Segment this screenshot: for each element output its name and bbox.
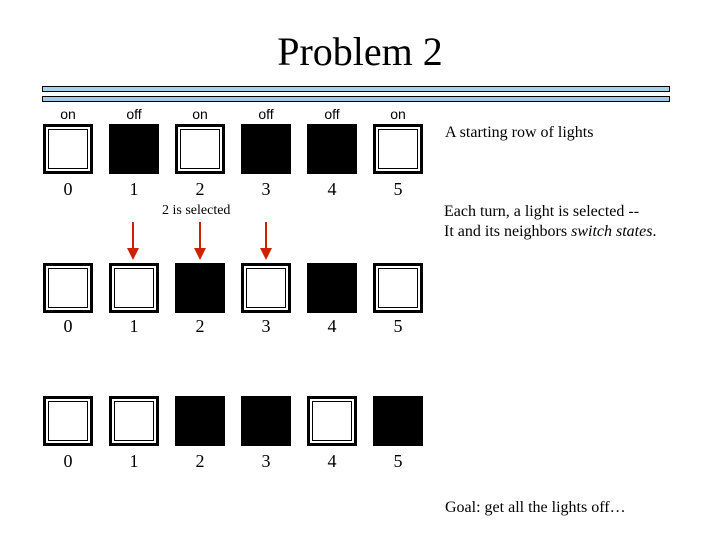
light-4-off[interactable] [307,124,357,174]
light-number: 0 [63,316,73,336]
light-0-on[interactable] [43,124,93,174]
light-1-on[interactable] [109,263,159,313]
note-each-turn-italic: switch states [571,223,653,240]
light-number: 4 [327,316,337,336]
light-number: 1 [129,179,139,199]
light-2-off[interactable] [175,396,225,446]
light-number: 1 [129,316,139,336]
light-5-on[interactable] [373,124,423,174]
light-0-on[interactable] [43,263,93,313]
light-3-on[interactable] [241,263,291,313]
light-1-on[interactable] [109,396,159,446]
light-3-off[interactable] [241,396,291,446]
light-0-on[interactable] [43,396,93,446]
light-number: 3 [261,316,271,336]
selected-label: 2 is selected [162,203,231,218]
light-1-off[interactable] [109,124,159,174]
state-label-5: on [390,106,406,122]
note-each-turn: Each turn, a light is selected -- It and… [444,202,656,242]
light-number: 1 [129,451,139,471]
light-4-on[interactable] [307,396,357,446]
light-number: 4 [327,179,337,199]
state-label-4: off [324,106,340,122]
light-number: 0 [63,451,73,471]
light-5-on[interactable] [373,263,423,313]
light-number: 5 [393,451,403,471]
note-goal: Goal: get all the lights off… [445,499,626,516]
down-arrow-icon [194,222,206,260]
light-3-off[interactable] [241,124,291,174]
note-each-turn-line2: It and its neighbors switch states. [444,222,656,242]
down-arrow-icon [127,222,139,260]
state-label-1: off [126,106,142,122]
light-number: 2 [195,451,205,471]
note-starting-row: A starting row of lights [445,124,594,141]
note-each-turn-prefix: It and its neighbors [444,223,572,240]
light-number: 2 [195,316,205,336]
light-number: 3 [261,451,271,471]
light-number: 4 [327,451,337,471]
note-each-turn-suffix: . [652,223,657,240]
slide-title: Problem 2 [277,29,443,74]
light-5-off[interactable] [373,396,423,446]
top-rule [42,86,670,92]
light-number: 5 [393,316,403,336]
light-number: 2 [195,179,205,199]
state-label-0: on [60,106,76,122]
down-arrow-icon [260,222,272,260]
state-label-2: on [192,106,208,122]
bottom-rule [42,96,670,102]
light-2-on[interactable] [175,124,225,174]
state-label-3: off [258,106,274,122]
light-2-off[interactable] [175,263,225,313]
light-number: 3 [261,179,271,199]
light-4-off[interactable] [307,263,357,313]
light-number: 5 [393,179,403,199]
light-number: 0 [63,179,73,199]
note-each-turn-line1: Each turn, a light is selected -- [444,203,640,220]
